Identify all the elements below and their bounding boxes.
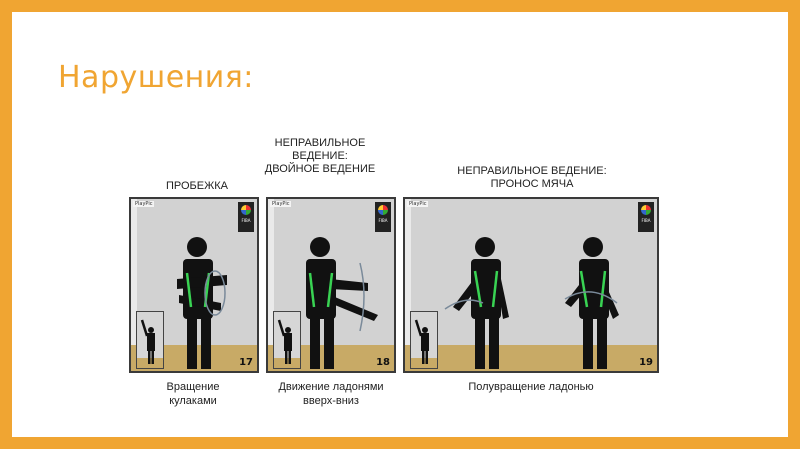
referee-figure-travelling — [177, 237, 227, 369]
signal-caption-carrying: Полувращение ладонью — [468, 381, 594, 393]
referee-figure-double-dribble — [306, 237, 378, 369]
inset-referee — [410, 311, 438, 369]
playpic-logo: PlayPic — [270, 201, 292, 207]
basketball-icon — [641, 205, 651, 215]
signal-panel-double-dribble: PlayPic FIBA 18 — [266, 197, 396, 373]
signal-caption-travelling: Вращение кулаками — [166, 381, 220, 407]
signal-heading-carrying: НЕПРАВИЛЬНОЕ ВЕДЕНИЕ: ПРОНОС МЯЧА — [457, 165, 607, 190]
fiba-logo: FIBA — [638, 202, 654, 232]
signal-number: 18 — [376, 357, 390, 368]
signal-number: 17 — [239, 357, 253, 368]
signal-heading-travelling: ПРОБЕЖКА — [165, 180, 228, 192]
signal-heading-double-dribble: НЕПРАВИЛЬНОЕ ВЕДЕНИЕ: ДВОЙНОЕ ВЕДЕНИЕ — [264, 137, 376, 175]
signal-panel-carrying: PlayPic FIBA 19 — [403, 197, 659, 373]
playpic-logo: PlayPic — [407, 201, 429, 207]
slide-title: Нарушения: — [58, 60, 254, 95]
playpic-logo: PlayPic — [133, 201, 155, 207]
signal-number: 19 — [639, 357, 653, 368]
referee-figures-carrying — [444, 237, 619, 369]
signal-panel-travelling: PlayPic FIBA 17 — [129, 197, 259, 373]
inset-referee — [136, 311, 164, 369]
signal-caption-double-dribble: Движение ладонями вверх-вниз — [278, 381, 384, 407]
basketball-icon — [241, 205, 251, 215]
inset-referee — [273, 311, 301, 369]
basketball-icon — [378, 205, 388, 215]
fiba-logo: FIBA — [238, 202, 254, 232]
fiba-logo: FIBA — [375, 202, 391, 232]
